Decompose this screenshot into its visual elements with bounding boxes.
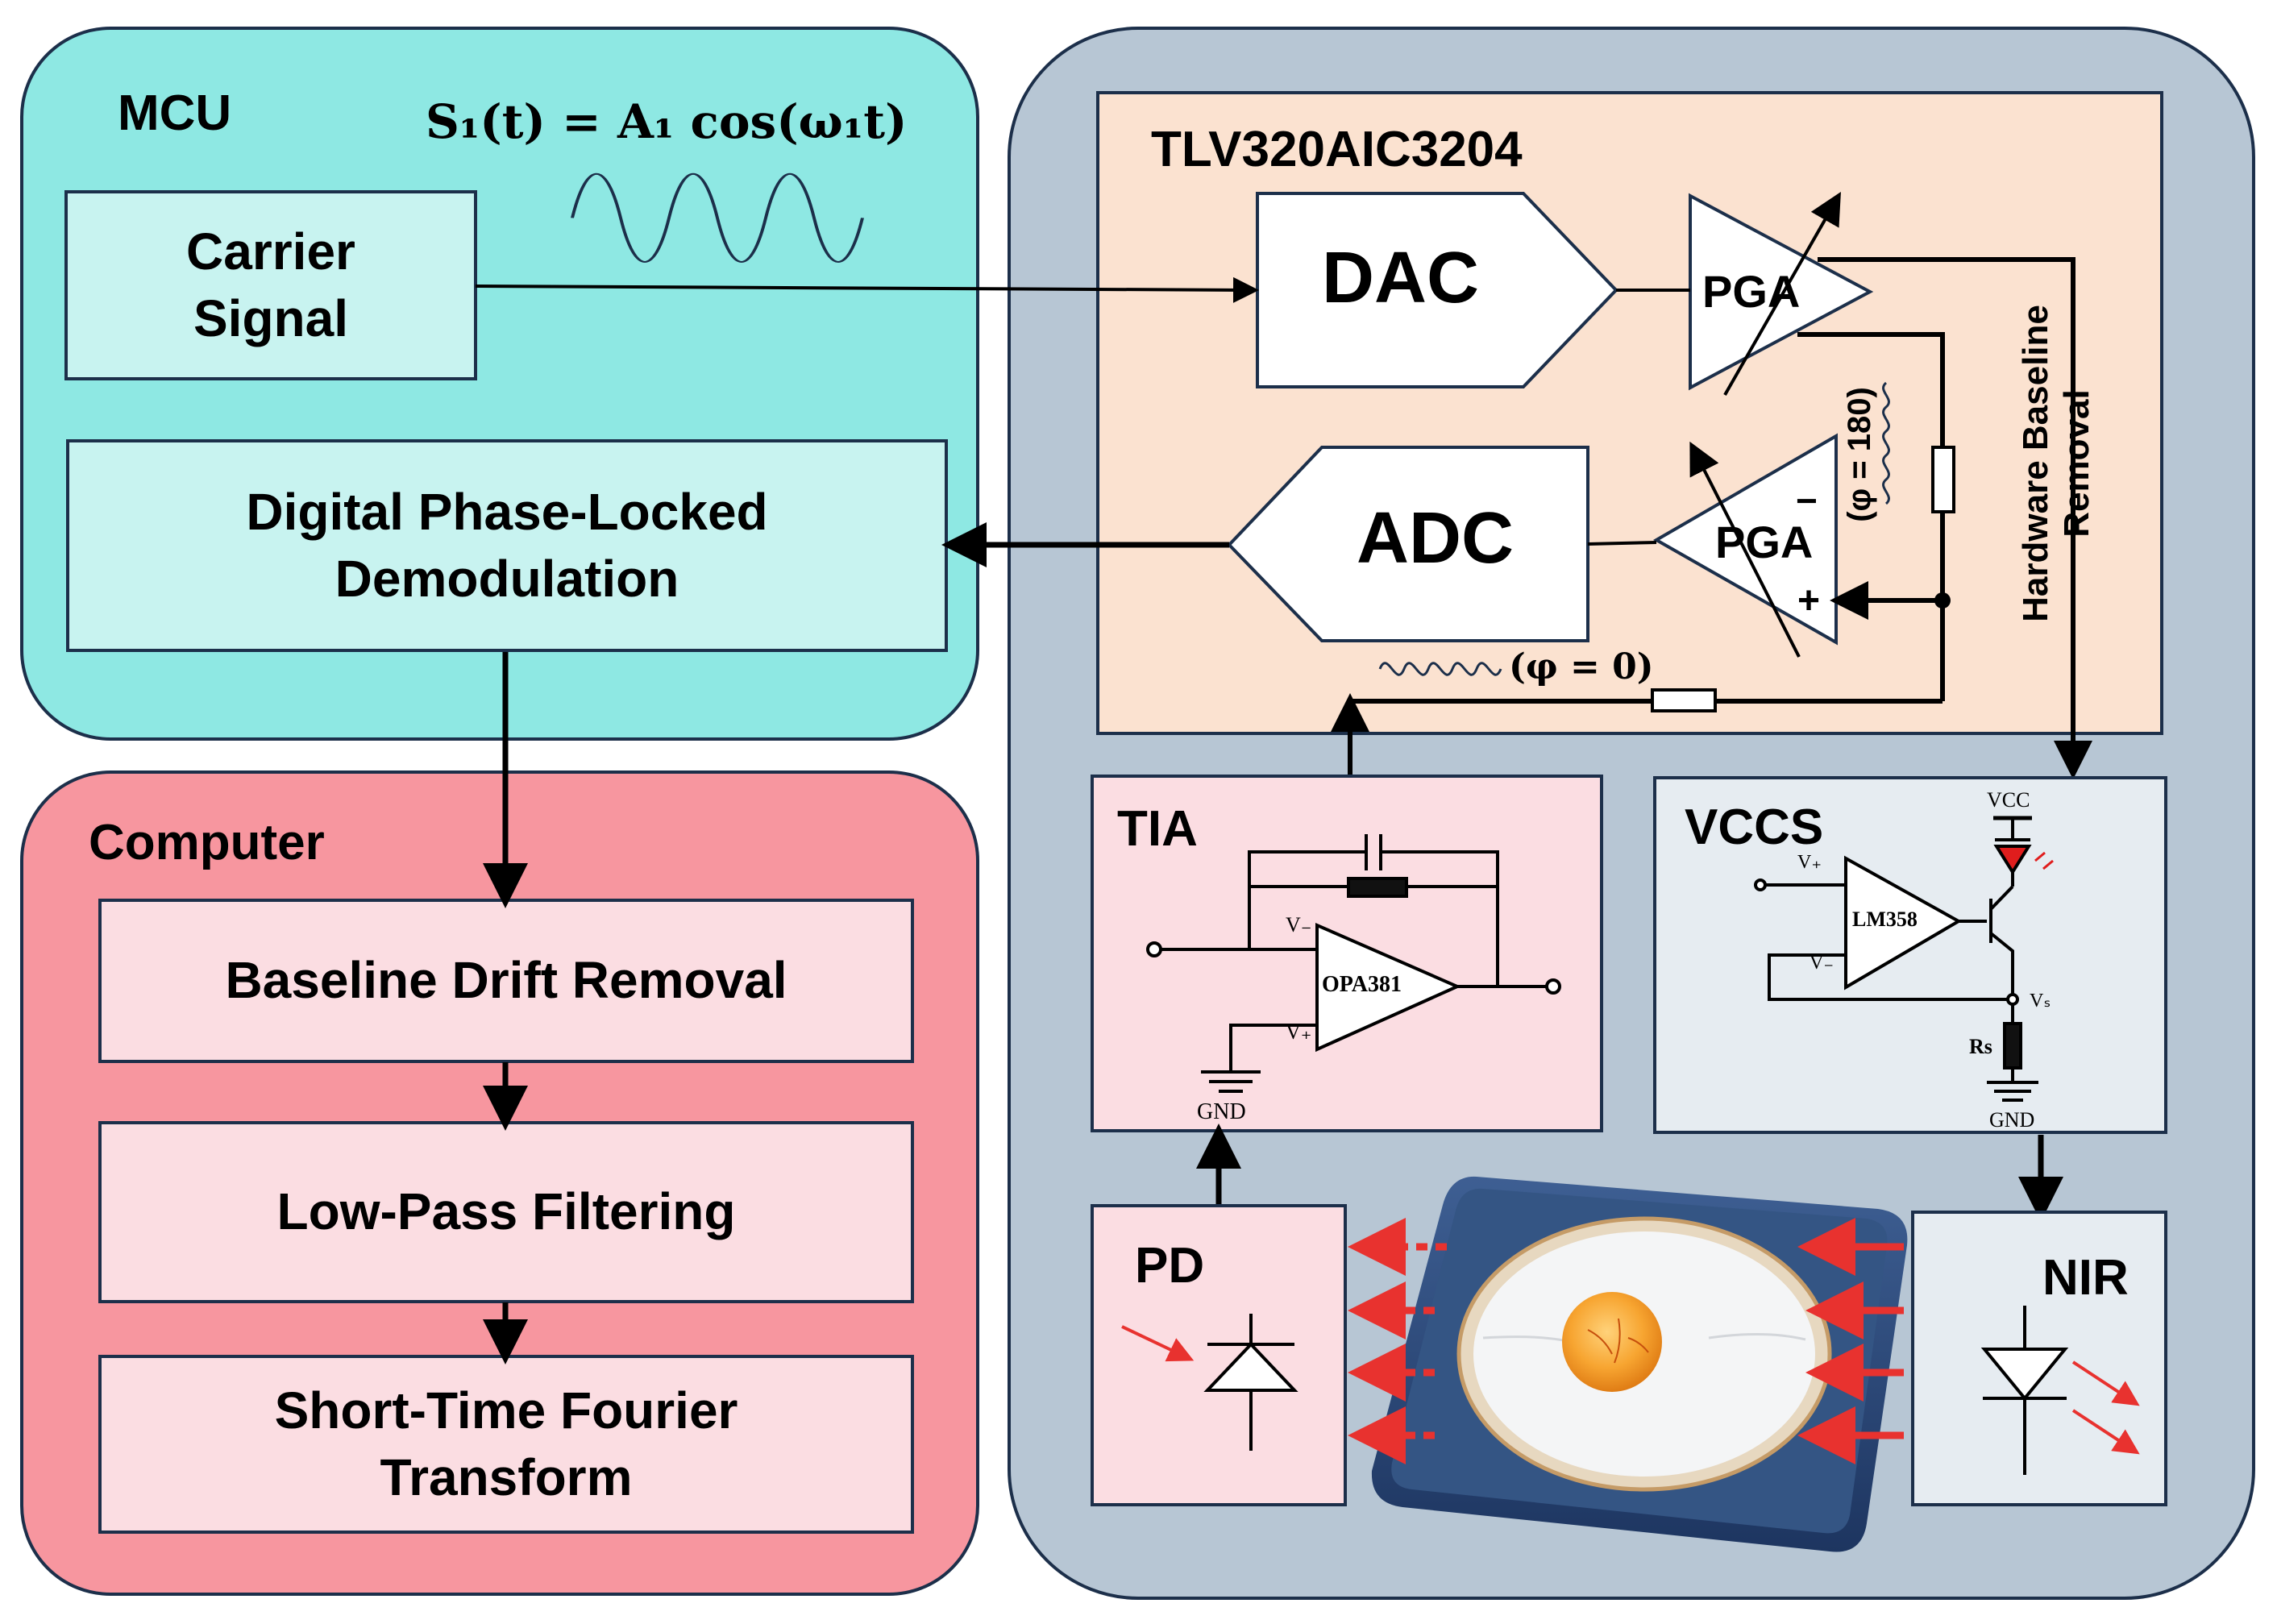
pga-top-gain-arrow xyxy=(1723,192,1841,396)
nir-emission-arrow-1 xyxy=(2071,1360,2140,1406)
photodiode-icon xyxy=(1203,1314,1298,1451)
phase-180-waveform xyxy=(1882,381,1890,505)
stft-box xyxy=(98,1355,914,1534)
carrier-waveform xyxy=(571,173,864,263)
baseline-drift-removal-box xyxy=(98,899,914,1063)
nir-emission-arrow-2 xyxy=(2071,1409,2140,1455)
pga-bottom-amplifier xyxy=(1652,433,1838,646)
phase-0-waveform xyxy=(1378,662,1502,676)
vccs-circuit xyxy=(1754,816,2038,1102)
pga-bottom-gain-arrow xyxy=(1689,441,1801,658)
wire-carrier-to-dac xyxy=(475,276,1259,303)
wire-pga-to-baseline xyxy=(1797,332,1945,447)
transmitted-light-arrows xyxy=(1348,1218,1447,1464)
incident-light-arrows xyxy=(1797,1218,1904,1464)
nir-led-icon xyxy=(1980,1306,2069,1475)
vccs-box xyxy=(1653,776,2167,1134)
digital-phase-locked-demodulation-box xyxy=(66,439,948,652)
led-emission-icon xyxy=(2034,851,2054,870)
pd-incoming-light-arrow xyxy=(1121,1325,1195,1362)
pd-box xyxy=(1091,1204,1347,1506)
tia-circuit xyxy=(1146,834,1561,1093)
codec-box xyxy=(1096,91,2163,735)
wire-pga-to-vccs xyxy=(1818,257,2092,779)
carrier-signal-box xyxy=(64,190,477,380)
low-pass-filtering-box xyxy=(98,1121,914,1303)
baseline-resistor xyxy=(1931,446,1955,513)
phase0-resistor xyxy=(1651,688,1717,712)
dac-block xyxy=(1256,192,1618,388)
egg-sample-illustration xyxy=(1371,1176,1908,1552)
wire-pga-to-adc xyxy=(1587,541,1657,546)
